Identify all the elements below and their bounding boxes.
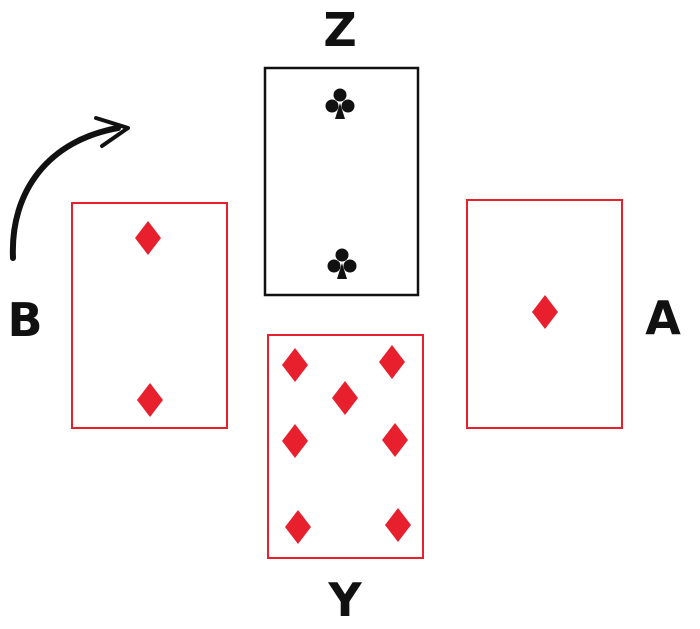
label-z: Z	[323, 3, 356, 57]
rotation-arrow	[9, 116, 130, 261]
card-right-ace-of-diamonds	[466, 199, 623, 429]
card-left-two-of-diamonds	[71, 202, 228, 429]
label-a: A	[645, 291, 681, 345]
card-top-two-of-clubs	[263, 66, 420, 297]
label-b: B	[7, 293, 42, 347]
card-bottom-seven-of-diamonds	[267, 334, 424, 559]
label-y: Y	[327, 573, 362, 627]
